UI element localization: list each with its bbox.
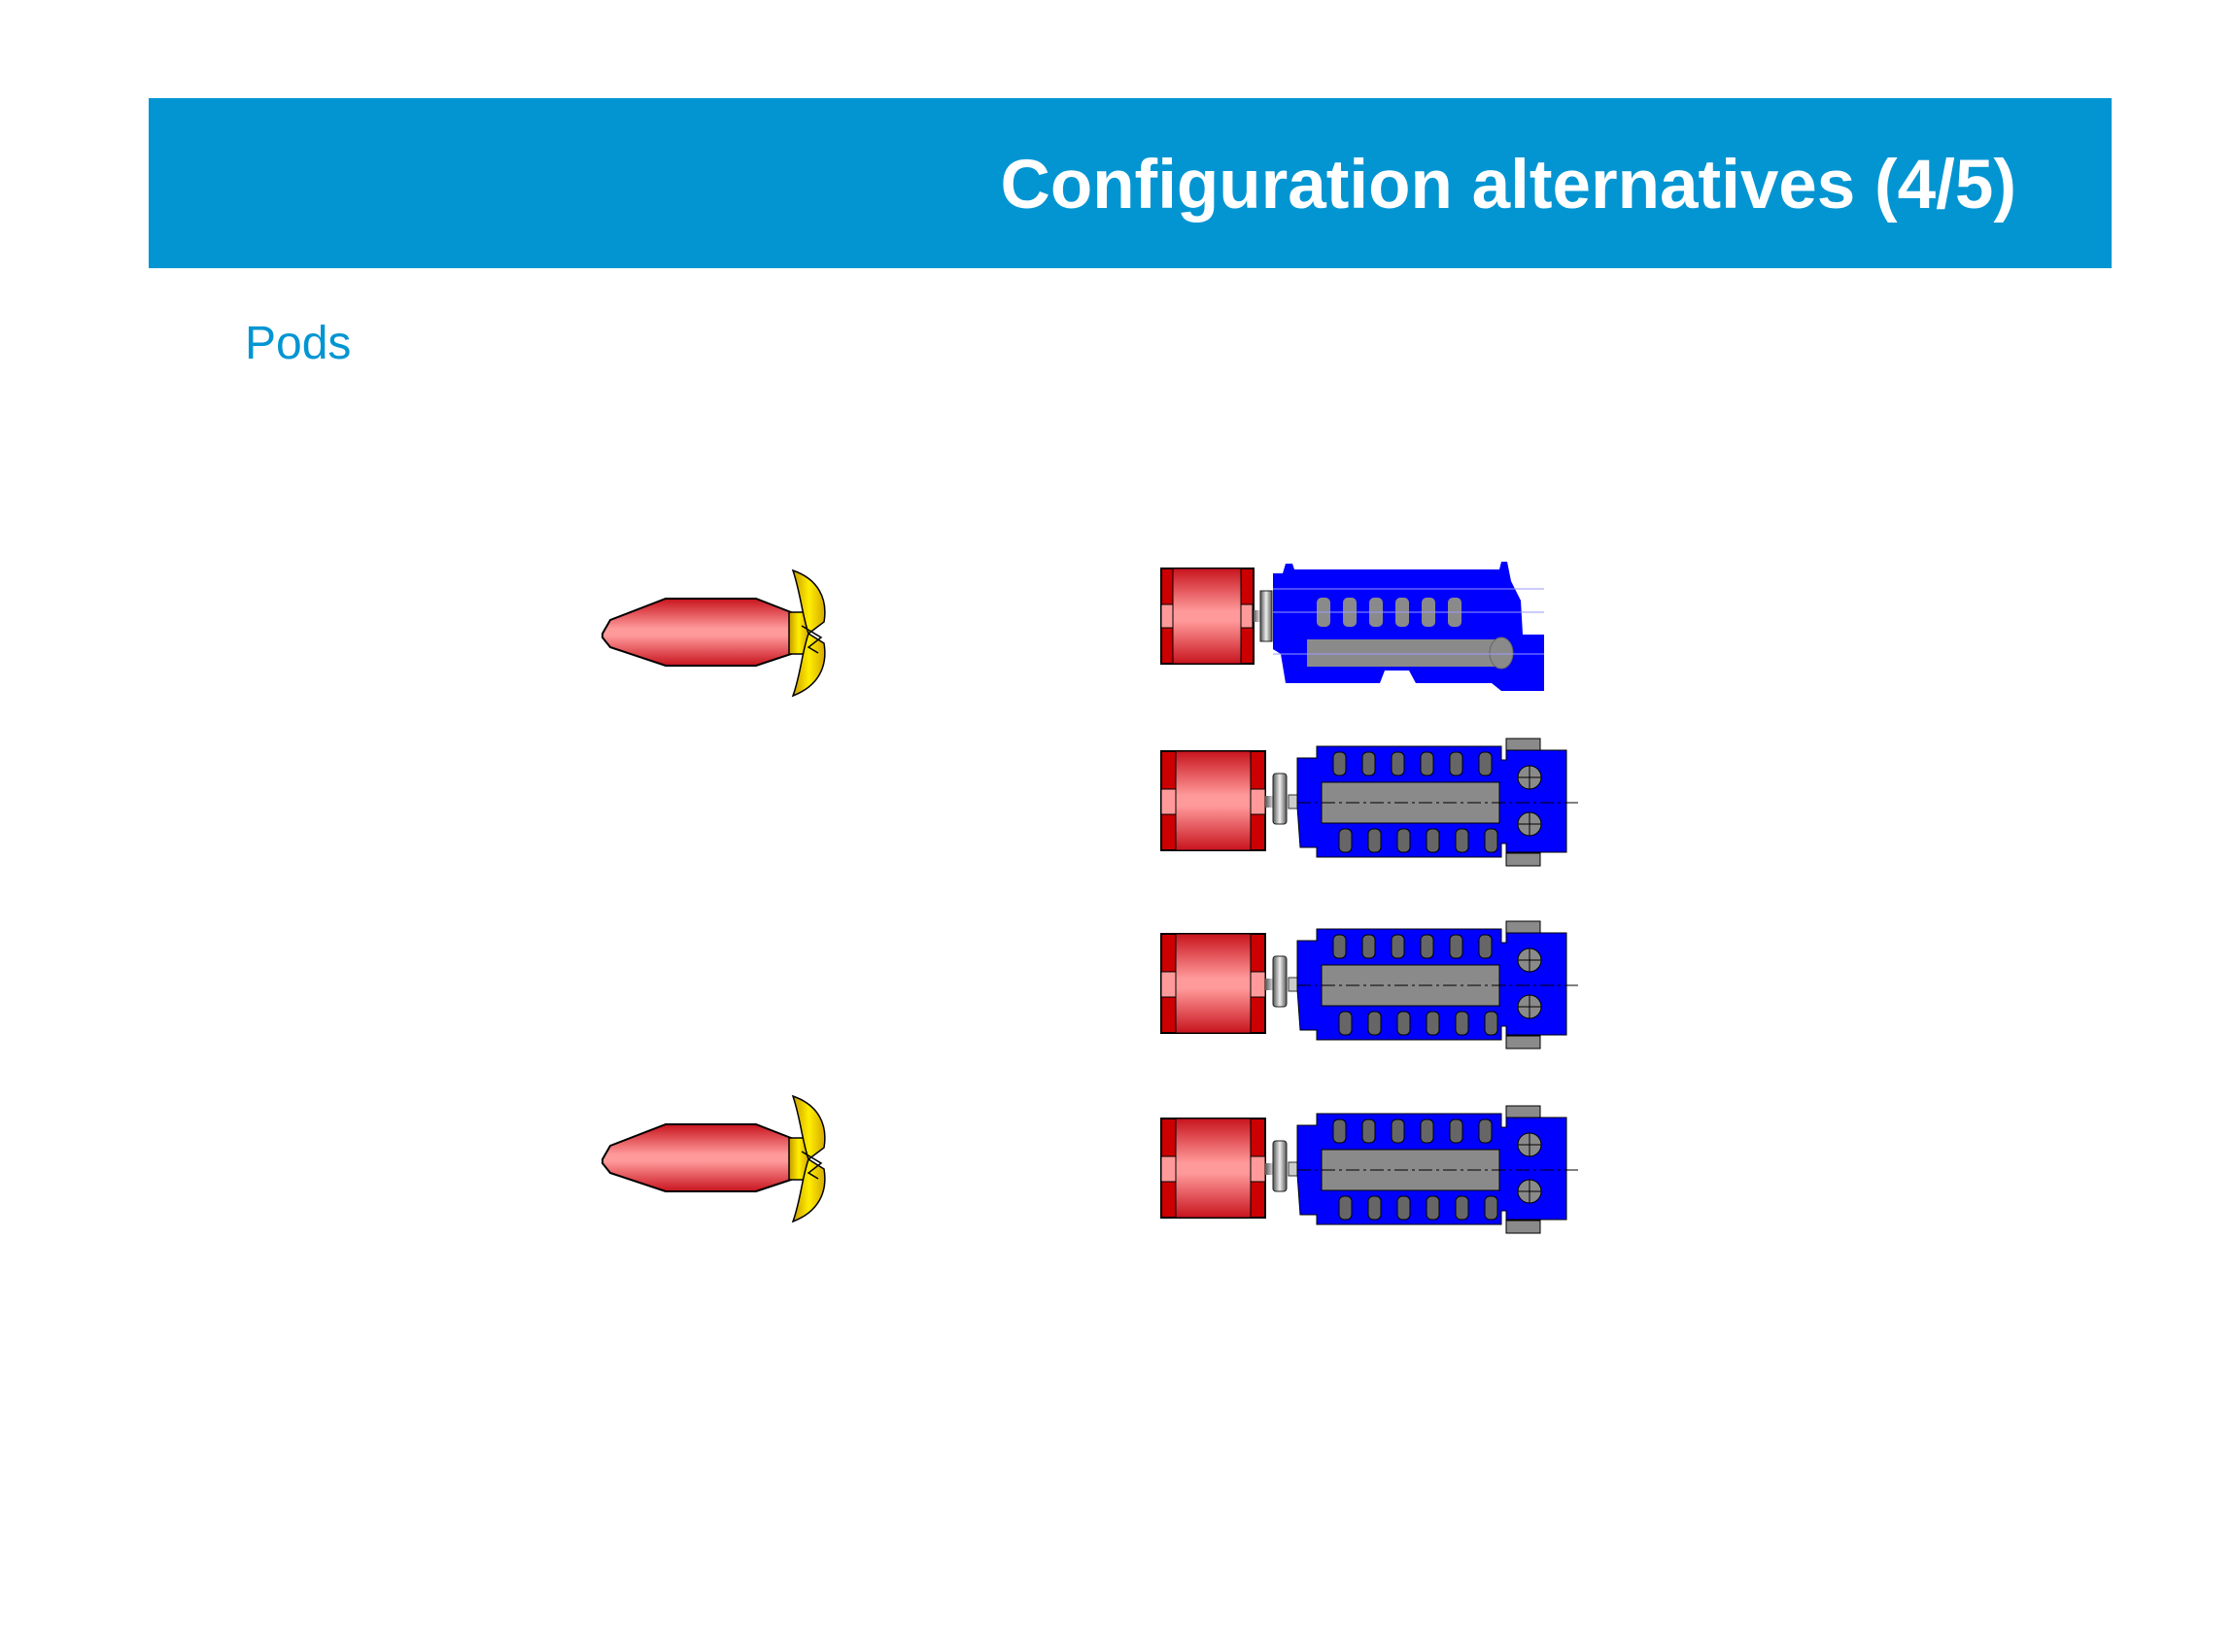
section-label: Pods (245, 318, 352, 369)
genset-top-view-2 (1160, 920, 1580, 1050)
genset-top-view-3 (1160, 1105, 1580, 1234)
page-title: Configuration alternatives (4/5) (1000, 147, 2016, 224)
title-banner: Configuration alternatives (4/5) (149, 98, 2112, 268)
pod-propulsor-lower (602, 1095, 826, 1222)
genset-side-view (1160, 561, 1545, 692)
pod-propulsor-upper (602, 569, 826, 697)
genset-top-view-1 (1160, 738, 1580, 867)
